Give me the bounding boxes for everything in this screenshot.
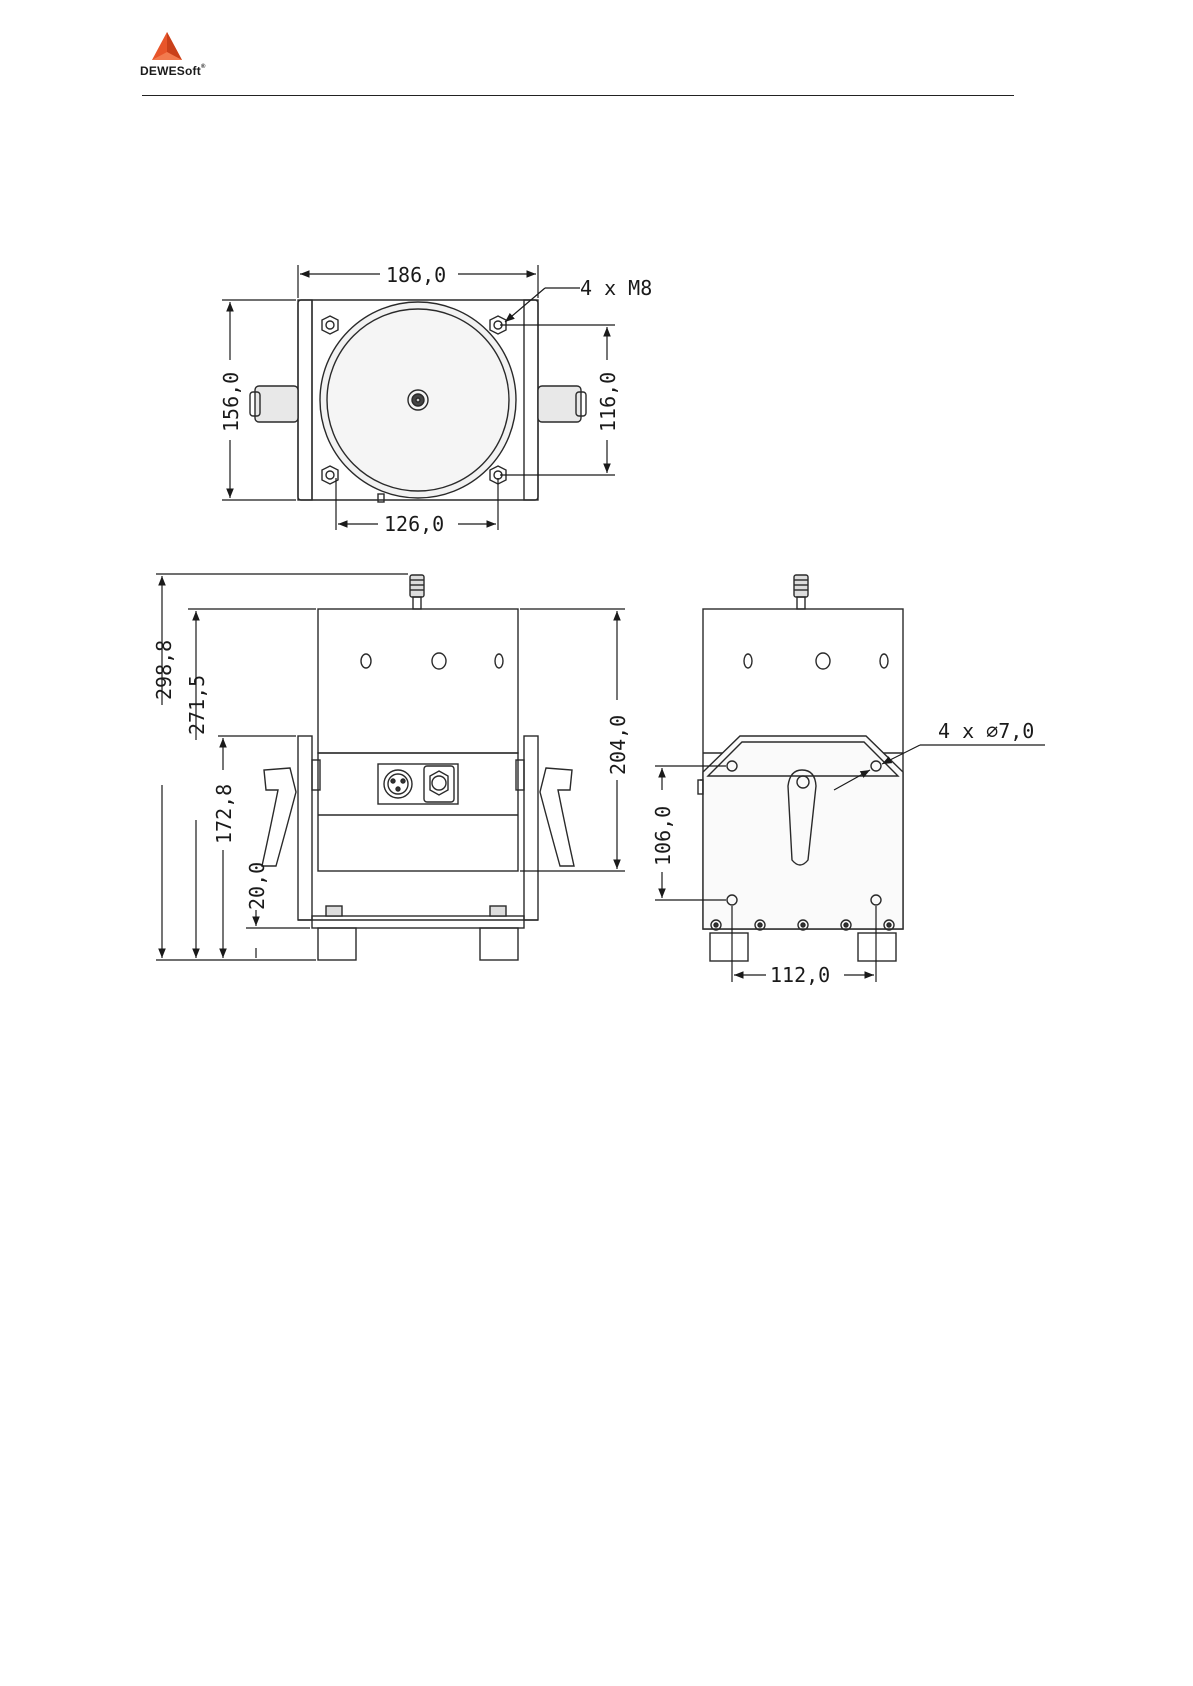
dim-width-186: 186,0 bbox=[386, 263, 446, 287]
dim-cylinder-height-204: 204,0 bbox=[606, 715, 630, 775]
front-view bbox=[262, 575, 574, 960]
dim-handle-height-172: 172,8 bbox=[212, 784, 236, 844]
dim-hole-horizontal-112: 112,0 bbox=[770, 963, 830, 987]
dim-body-height-271: 271,5 bbox=[185, 675, 209, 735]
dim-total-height-298: 298,8 bbox=[152, 640, 176, 700]
mount-nut-icon bbox=[322, 316, 338, 334]
dim-hole-vertical-106: 106,0 bbox=[651, 806, 675, 866]
side-view bbox=[698, 575, 903, 961]
dim-height-156: 156,0 bbox=[219, 372, 243, 432]
dim-holes-126: 126,0 bbox=[384, 512, 444, 536]
callout-thread-m8: 4 x M8 bbox=[580, 276, 652, 300]
dim-holes-116: 116,0 bbox=[596, 372, 620, 432]
callout-hole-diameter: 4 x ∅7,0 bbox=[938, 719, 1034, 743]
dim-base-height-20: 20,0 bbox=[245, 862, 269, 910]
top-view bbox=[250, 300, 586, 502]
